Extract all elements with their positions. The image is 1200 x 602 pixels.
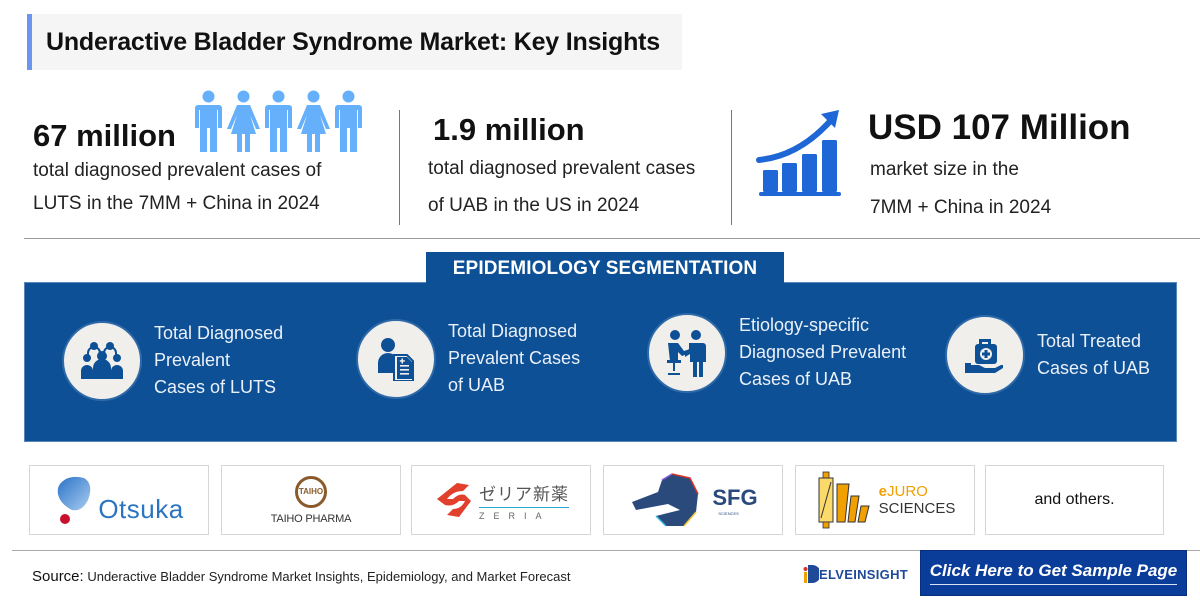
- logo-otsuka: Otsuka: [29, 465, 209, 535]
- male-person-icon: [335, 90, 362, 152]
- stat-value: 1.9 million: [433, 112, 585, 147]
- company-name: JURO: [887, 483, 928, 500]
- company-name: Otsuka: [98, 493, 184, 524]
- male-person-icon: [195, 90, 222, 152]
- stat-desc-line1: total diagnosed prevalent cases of: [33, 160, 322, 181]
- logo-others: and others.: [985, 465, 1164, 535]
- brand-name: ELVEINSIGHT: [819, 566, 909, 582]
- delveinsight-mark-icon: [803, 565, 819, 583]
- cta-label: Click Here to Get Sample Page: [929, 561, 1178, 585]
- segment-label: Total Diagnosed Prevalent Cases of UAB: [448, 321, 581, 395]
- segment-uab: Total Diagnosed Prevalent Cases of UAB: [356, 318, 580, 399]
- patient-report-icon: [356, 318, 436, 399]
- zeria-mark-icon: [437, 483, 471, 517]
- female-person-icon: [297, 90, 330, 152]
- title-banner: Underactive Bladder Syndrome Market: Key…: [27, 14, 682, 70]
- stat-luts: 67 million total diagnosed prevalent cas…: [33, 120, 321, 217]
- otsuka-mark-icon: [58, 476, 91, 524]
- logo-sfg: SFG SCIENCES: [603, 465, 783, 535]
- logo-taiho: TAIHO TAIHO PHARMA: [221, 465, 401, 535]
- growth-chart-icon: [755, 108, 845, 203]
- source-label: Source:: [32, 568, 84, 585]
- group-icon: [62, 320, 142, 401]
- stat-value: USD 107 Million: [868, 108, 1131, 147]
- others-label: and others.: [1034, 491, 1115, 508]
- source-citation: Source: Underactive Bladder Syndrome Mar…: [32, 568, 570, 585]
- get-sample-page-button[interactable]: Click Here to Get Sample Page: [920, 550, 1187, 596]
- source-text: Underactive Bladder Syndrome Market Insi…: [87, 569, 571, 584]
- segment-etiology: Etiology-specific Diagnosed Prevalent Ca…: [647, 312, 906, 393]
- logo-juro: eJURO SCIENCES: [795, 465, 975, 535]
- juro-mark-icon: [818, 471, 870, 529]
- stat-desc-line2: 7MM + China in 2024: [870, 197, 1052, 218]
- stat-uab-us: 1.9 million total diagnosed prevalent ca…: [428, 112, 695, 219]
- stat-value: 67 million: [33, 118, 176, 153]
- juro-e-icon: e: [878, 483, 887, 500]
- male-person-icon: [265, 90, 292, 152]
- stat-market-size: USD 107 Million market size in the 7MM +…: [868, 110, 1131, 221]
- segment-treated: Total Treated Cases of UAB: [945, 315, 1150, 395]
- logo-zeria: ゼリア新薬 ZERIA: [411, 465, 591, 535]
- stat-desc-line1: market size in the: [870, 159, 1019, 180]
- stat-desc-line2: of UAB in the US in 2024: [428, 195, 640, 216]
- doctor-patient-icon: [647, 312, 727, 393]
- vertical-divider: [399, 110, 400, 225]
- page-title: Underactive Bladder Syndrome Market: Key…: [46, 27, 660, 56]
- company-name: TAIHO PHARMA: [270, 512, 352, 525]
- segmentation-tab: EPIDEMIOLOGY SEGMENTATION: [426, 252, 784, 286]
- stat-desc-line1: total diagnosed prevalent cases: [428, 158, 696, 179]
- segment-label: Total Treated Cases of UAB: [1037, 331, 1151, 378]
- sfg-mark-icon: [632, 473, 700, 527]
- company-name-jp: ゼリア新薬: [479, 480, 569, 508]
- horizontal-divider: [24, 238, 1200, 239]
- delveinsight-logo: ELVEINSIGHT: [803, 564, 908, 584]
- segment-label: Total Diagnosed Prevalent Cases of LUTS: [154, 323, 284, 397]
- taiho-mark-icon: TAIHO: [294, 475, 327, 508]
- segment-label: Etiology-specific Diagnosed Prevalent Ca…: [739, 315, 907, 389]
- company-name: ZERIA: [479, 510, 551, 521]
- footer-divider: [12, 550, 1200, 551]
- segmentation-title: EPIDEMIOLOGY SEGMENTATION: [452, 258, 758, 279]
- segment-luts: Total Diagnosed Prevalent Cases of LUTS: [62, 320, 283, 401]
- female-person-icon: [227, 90, 260, 152]
- medical-kit-hand-icon: [945, 315, 1025, 395]
- stat-desc-line2: LUTS in the 7MM + China in 2024: [33, 193, 320, 214]
- people-group-icon: [195, 90, 362, 152]
- company-name: SFG: [712, 484, 758, 510]
- vertical-divider: [731, 110, 732, 225]
